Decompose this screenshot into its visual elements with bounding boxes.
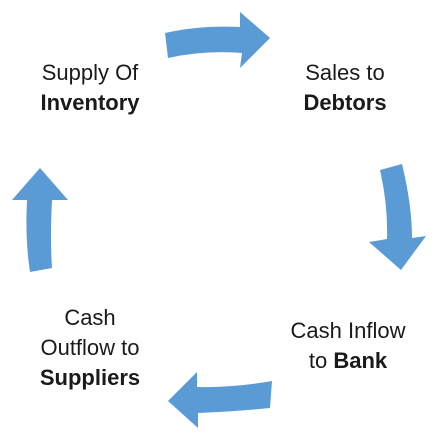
node-cash-outflow-to-suppliers: Cash Outflow to Suppliers <box>15 303 165 393</box>
node-label-line: Sales to <box>305 60 385 85</box>
node-label-bold: Suppliers <box>39 365 141 390</box>
node-label-line-2: Outflow to <box>40 335 140 360</box>
arrow-bank-to-suppliers <box>168 372 272 428</box>
arrow-debtors-to-bank <box>369 164 426 270</box>
node-label-line: Cash Inflow <box>290 318 406 343</box>
arrow-inventory-to-debtors <box>165 12 270 68</box>
node-label-line: Supply Of <box>41 60 139 85</box>
node-label-bold: Debtors <box>303 90 387 115</box>
node-label-line: Cash <box>64 305 116 330</box>
node-supply-of-inventory: Supply Of Inventory <box>20 58 160 118</box>
node-label-line-2: to Bank <box>268 346 428 376</box>
node-sales-to-debtors: Sales to Debtors <box>285 58 405 118</box>
node-label-bold: Bank <box>333 348 388 373</box>
node-cash-inflow-to-bank: Cash Inflow to Bank <box>268 316 428 376</box>
arrow-suppliers-to-inventory <box>12 168 68 272</box>
node-label-bold: Inventory <box>40 90 140 115</box>
node-label-prefix: to <box>308 348 334 373</box>
